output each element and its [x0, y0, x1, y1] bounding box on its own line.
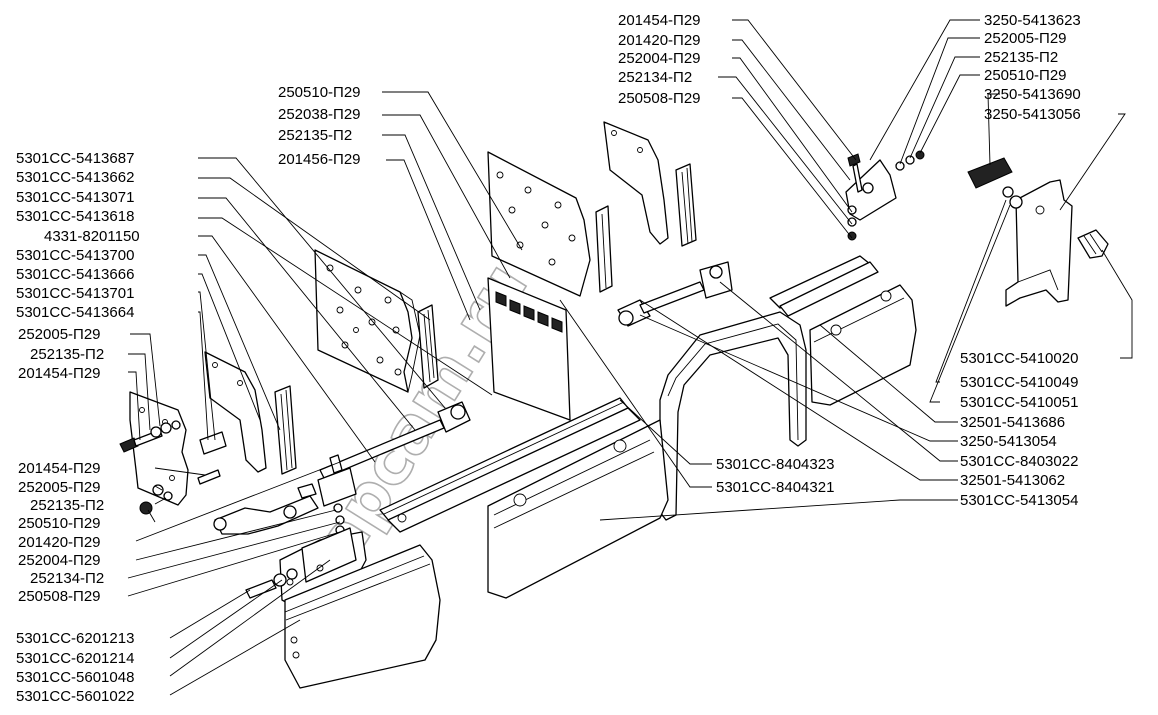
bumper-panel-right — [809, 284, 917, 406]
label-32501-5413686: 32501-5413686 — [960, 414, 1065, 431]
label-5301cc-5413701: 5301СС-5413701 — [16, 285, 134, 302]
label-250510-p29-b: 250510-П29 — [18, 515, 101, 532]
small-clamp — [199, 431, 227, 455]
label-201454-p29-a: 201454-П29 — [18, 365, 101, 382]
nut-small — [333, 503, 343, 513]
bumper-panel — [487, 419, 669, 599]
bolt-set-left — [119, 420, 221, 515]
far-right-bracket — [1005, 179, 1073, 307]
mud-flap — [284, 544, 441, 689]
label-5301cc-6201214: 5301СС-6201214 — [16, 650, 134, 667]
label-252005-p29-a: 252005-П29 — [18, 326, 101, 343]
rail-long-lower — [387, 407, 641, 533]
label-252135-p2-c: 252135-П2 — [30, 497, 104, 514]
lamp-plate — [487, 277, 571, 421]
label-5301cc-8403022: 5301СС-8403022 — [960, 453, 1078, 470]
label-top-250508-p29: 250508-П29 — [618, 90, 701, 107]
label-top-201420-p29: 201420-П29 — [618, 32, 701, 49]
label-252134-p2: 252134-П2 — [30, 570, 104, 587]
label-252135-p2-b: 252135-П2 — [30, 346, 104, 363]
label-3250-5413623: 3250-5413623 — [984, 12, 1081, 29]
labels-top: 201454-П29 201420-П29 252004-П29 252134-… — [618, 12, 701, 107]
label-3250-5413690: 3250-5413690 — [984, 86, 1081, 103]
linkage-rod-left — [317, 401, 471, 507]
label-252005-p29-b: 252005-П29 — [18, 479, 101, 496]
label-252004-p29: 252004-П29 — [18, 552, 101, 569]
parts-drawing — [119, 121, 1109, 689]
hinge-left — [213, 483, 319, 535]
label-32501-5413062: 32501-5413062 — [960, 472, 1065, 489]
label-252038-p29: 252038-П29 — [278, 106, 361, 123]
plug-right — [1077, 229, 1109, 259]
washer-right — [1002, 186, 1014, 198]
label-250508-p29: 250508-П29 — [18, 588, 101, 605]
labels-right: 3250-5413623 252005-П29 252135-П2 250510… — [960, 12, 1081, 509]
seal-strip-center-2 — [675, 163, 697, 247]
label-5301cc-5413662: 5301СС-5413662 — [16, 169, 134, 186]
label-5301cc-5410020: 5301СС-5410020 — [960, 350, 1078, 367]
label-5301cc-8404321: 5301СС-8404321 — [716, 479, 834, 496]
label-top-252004-p29: 252004-П29 — [618, 50, 701, 67]
leader-lines — [127, 19, 1133, 696]
label-5301cc-5601022: 5301СС-5601022 — [16, 688, 134, 705]
label-3250-5413054: 3250-5413054 — [960, 433, 1057, 450]
label-201454-p29-b: 201454-П29 — [18, 460, 101, 477]
label-4331-8201150: 4331-8201150 — [44, 228, 140, 245]
label-5301cc-5410051: 5301СС-5410051 — [960, 394, 1078, 411]
label-top-252134-p2: 252134-П2 — [618, 69, 692, 86]
bolt-bottom-left — [245, 579, 277, 599]
label-5301cc-5413071: 5301СС-5413071 — [16, 189, 134, 206]
bracket-left-inner — [204, 351, 267, 473]
rear-plate-left — [314, 249, 421, 393]
label-5301cc-8404323: 5301СС-8404323 — [716, 456, 834, 473]
label-5301cc-5413666: 5301СС-5413666 — [16, 266, 134, 283]
right-buffer-block — [967, 157, 1013, 189]
label-201456-p29: 201456-П29 — [278, 151, 361, 168]
label-201420-p29: 201420-П29 — [18, 534, 101, 551]
label-5301cc-6201213: 5301СС-6201213 — [16, 630, 134, 647]
label-top-201454-p29: 201454-П29 — [618, 12, 701, 29]
label-5301cc-5413618: 5301СС-5413618 — [16, 208, 134, 225]
seal-strip-left-2 — [274, 385, 297, 475]
linkage-rod-right — [617, 261, 733, 327]
label-right-252135-p2: 252135-П2 — [984, 49, 1058, 66]
labels-center: 5301СС-8404323 5301СС-8404321 — [716, 456, 834, 496]
label-5301cc-5413664: 5301СС-5413664 — [16, 304, 134, 321]
label-3250-5413056: 3250-5413056 — [984, 106, 1081, 123]
rear-plate-center — [487, 151, 591, 297]
rail-right — [769, 255, 879, 317]
bumper-frame — [659, 311, 807, 521]
label-250510-p29-a: 250510-П29 — [278, 84, 361, 101]
label-5301cc-5413700: 5301СС-5413700 — [16, 247, 134, 264]
label-5301cc-5413687: 5301СС-5413687 — [16, 150, 134, 167]
label-right-252005-p29: 252005-П29 — [984, 30, 1067, 47]
labels-left: 250510-П29 252038-П29 252135-П2 201456-П… — [16, 84, 361, 705]
bracket-center — [603, 121, 669, 245]
label-5301cc-5410049: 5301СС-5410049 — [960, 374, 1078, 391]
label-252135-p2-a: 252135-П2 — [278, 127, 352, 144]
top-right-bracket — [845, 150, 925, 241]
label-right-250510-p29: 250510-П29 — [984, 67, 1067, 84]
bracket-left-outer — [129, 391, 189, 506]
label-5301cc-5601048: 5301СС-5601048 — [16, 669, 134, 686]
label-5301cc-5413054: 5301СС-5413054 — [960, 492, 1078, 509]
